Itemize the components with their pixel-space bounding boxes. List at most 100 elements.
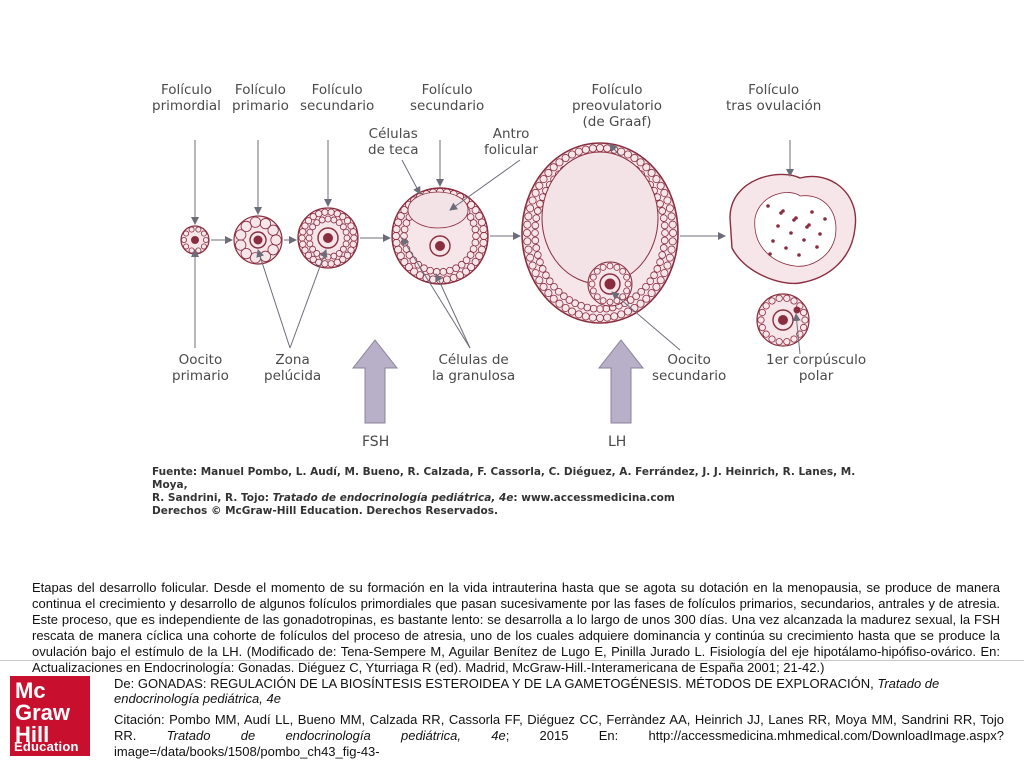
graaf-theca-cells <box>665 253 674 262</box>
graaf-theca-cells <box>574 310 583 319</box>
graaf-granulosa-cells <box>642 282 650 291</box>
secondary2-theca-cells <box>475 251 484 260</box>
graaf-theca-cells <box>524 245 533 254</box>
released-cell <box>781 209 785 213</box>
secondary1-inner-cells <box>342 228 350 236</box>
graaf-theca-cells <box>539 282 548 291</box>
leader-graaf <box>609 143 621 157</box>
graaf-theca-cells <box>531 188 540 197</box>
graaf-granulosa-cells <box>531 221 540 230</box>
graaf-theca-cells <box>652 175 661 184</box>
secondary1-inner-cells <box>342 240 350 248</box>
citation-text: Citación: Pombo MM, Audí LL, Bueno MM, C… <box>114 712 1004 759</box>
secondary2-theca-cells <box>479 225 488 234</box>
graaf-theca-cells <box>544 168 553 177</box>
graaf-theca-cells <box>555 299 564 308</box>
graaf-cumulus-cells <box>593 267 601 275</box>
corona-radiata-cells <box>762 302 770 310</box>
primordial-cells <box>200 243 207 250</box>
secondary1-outer-cells <box>304 217 313 225</box>
graaf-theca-cells <box>561 303 570 312</box>
graaf-theca-cells <box>656 276 665 285</box>
graaf-theca-cells <box>522 228 531 237</box>
secondary2-nucleus <box>435 241 445 251</box>
secondary1-inner-cells <box>309 223 317 231</box>
leader-granulosa-2 <box>401 237 471 349</box>
secondary2-theca-cells <box>467 263 476 272</box>
corona-radiata-cells <box>800 308 808 317</box>
graaf-cumulus-cells <box>599 263 607 271</box>
released-cell <box>776 224 780 228</box>
mcgraw-hill-logo: Mc Graw Hill Education <box>10 676 90 756</box>
secondary2-theca-cells <box>410 267 419 276</box>
graaf-theca-cells <box>524 212 533 221</box>
graaf-cumulus-cells <box>606 298 614 306</box>
graaf-granulosa-cells <box>660 236 669 245</box>
graaf-granulosa-cells <box>659 244 668 252</box>
fsh-arrow <box>351 339 399 424</box>
graaf-theca-cells <box>652 282 661 291</box>
graaf-cumulus-cells <box>599 297 607 305</box>
primordial-cells <box>200 230 207 237</box>
source-line-3: Derechos © McGraw-Hill Education. Derech… <box>152 505 498 517</box>
graaf-theca-cells <box>667 245 676 254</box>
chapter-reference: De: GONADAS: REGULACIÓN DE LA BIOSÍNTESI… <box>114 676 940 706</box>
primary-cells <box>267 244 279 256</box>
released-cell <box>818 232 822 236</box>
graaf-cumulus-cells <box>589 287 597 295</box>
secondary2-granulosa-cells <box>466 213 475 221</box>
primary-cells <box>240 248 252 260</box>
secondary1-inner-cells <box>339 223 347 231</box>
graaf-theca-cells <box>544 289 553 298</box>
leader-antrum <box>449 159 521 211</box>
corona-radiata-cells <box>775 338 783 346</box>
primordial-cells <box>183 230 190 237</box>
graaf-cumulus-cells <box>606 262 614 270</box>
released-cell <box>823 217 827 221</box>
primordial-cells <box>203 236 210 243</box>
graaf-theca-cells <box>642 163 651 172</box>
figure-caption: Etapas del desarrollo folicular. Desde e… <box>32 580 1000 675</box>
graaf-theca-cells <box>531 269 540 278</box>
corona-radiata-cells <box>796 330 804 338</box>
secondary2-granulosa-cells <box>457 260 466 269</box>
graaf-theca-cells <box>568 307 577 316</box>
graaf-granulosa-cells <box>542 271 550 280</box>
secondary2-theca-cells <box>416 271 425 280</box>
graaf-theca-cells <box>636 158 645 167</box>
footer-divider <box>0 660 1024 661</box>
graaf-granulosa-cells <box>554 287 563 296</box>
primordial-cells <box>188 226 195 233</box>
secondary1-inner-cells <box>335 219 343 227</box>
graaf-cumulus-cells <box>589 273 597 281</box>
graaf-cumulus-cells <box>588 280 596 288</box>
primordial-cells <box>183 243 190 250</box>
graaf-cumulus-cells <box>623 287 631 295</box>
graaf-theca-cells <box>642 294 651 303</box>
graaf-theca-cells <box>617 147 626 156</box>
label-fsh: FSH <box>362 434 390 450</box>
graaf-granulosa-cells <box>646 277 655 286</box>
primordial-nucleus <box>191 236 199 244</box>
secondary2-theca-cells <box>467 200 476 209</box>
secondary2-granulosa-cells <box>462 256 471 265</box>
released-cell <box>784 246 788 250</box>
secondary1-outer-cells <box>301 222 309 230</box>
secondary1-inner-cells <box>309 245 317 253</box>
released-cell <box>797 253 801 257</box>
secondary1-outer-cells <box>343 217 352 225</box>
secondary2-granulosa-cells <box>469 245 478 253</box>
released-cell <box>789 231 793 235</box>
secondary1-outer-cells <box>309 255 317 263</box>
graaf-granulosa-cells <box>658 251 667 259</box>
graaf-theca-cells <box>660 269 669 278</box>
graaf-theca-cells <box>549 294 558 303</box>
leader-secondary-oocyte <box>611 291 681 351</box>
graaf-theca-cells <box>656 181 665 190</box>
graaf-granulosa-cells <box>536 258 544 266</box>
corona-radiata-cells <box>758 323 766 332</box>
